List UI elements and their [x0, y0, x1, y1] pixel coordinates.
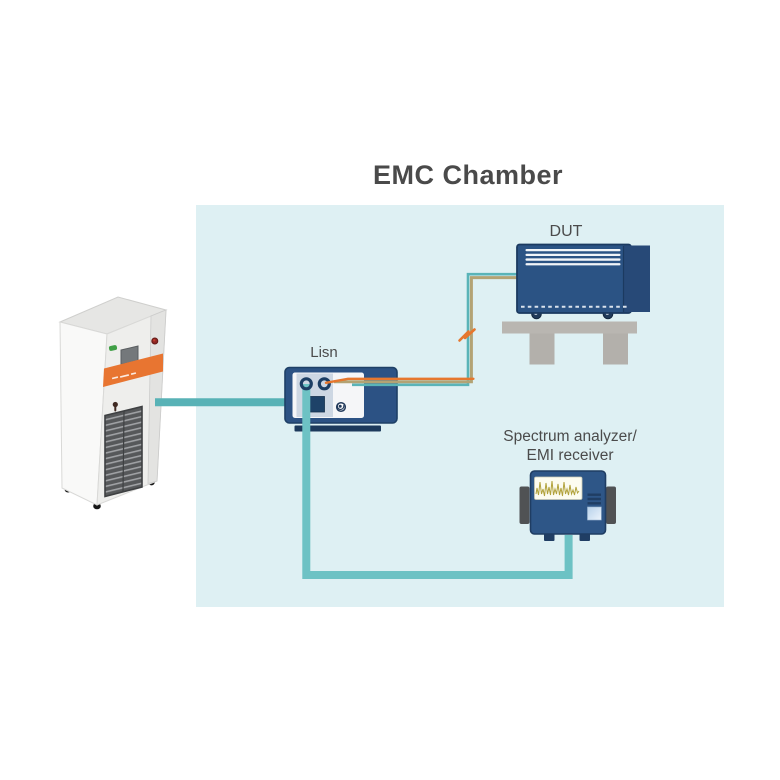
lisn-dial-knob — [335, 401, 347, 413]
dut-vent-stripes — [525, 249, 621, 266]
page-title: EMC Chamber — [372, 160, 564, 190]
power-cabinet — [58, 296, 168, 510]
test-table — [502, 321, 637, 365]
analyzer-knob — [587, 506, 602, 521]
dut-side-section — [623, 245, 650, 312]
cable-lisn-to-dut — [324, 272, 517, 387]
lisn-module-slot — [308, 396, 325, 413]
lisn-label: Lisn — [310, 344, 338, 361]
cabinet-orange-band — [103, 353, 163, 387]
lisn-device — [284, 366, 573, 579]
table-leg — [529, 333, 555, 365]
analyzer-handle-left — [519, 486, 530, 524]
cable-lisn-to-analyzer — [302, 384, 573, 579]
analyzer-buttons — [587, 493, 601, 505]
cable-teal-strand — [352, 272, 517, 387]
cabinet-door-edge — [147, 309, 167, 485]
cable-tan-strand — [334, 276, 517, 384]
lisn-connector-left — [299, 377, 313, 391]
dut-device — [516, 243, 650, 320]
dut-label: DUT — [549, 223, 583, 240]
analyzer-foot — [579, 533, 590, 541]
cabinet-indicator-glint — [153, 339, 156, 342]
emi-noise-zigzag-icon — [458, 328, 476, 342]
analyzer-label: Spectrum analyzer/ EMI receiver — [503, 427, 637, 465]
cabinet-keyhole — [112, 401, 118, 412]
cabinet-logo-icon — [108, 345, 118, 351]
cabinet-band-markings — [111, 372, 137, 380]
analyzer-label-line1: Spectrum analyzer/ — [503, 428, 637, 445]
table-top — [502, 321, 637, 334]
cable-orange-strand — [324, 377, 475, 384]
cabinet-vent-grille — [104, 405, 143, 498]
analyzer-spectrum-trace — [535, 480, 580, 497]
analyzer-handle-right — [606, 486, 616, 524]
spectrum-analyzer-device — [519, 470, 616, 541]
lisn-base — [294, 425, 381, 432]
analyzer-foot — [544, 533, 555, 541]
analyzer-label-line2: EMI receiver — [526, 447, 614, 464]
table-leg — [603, 333, 628, 365]
lisn-connector-right — [317, 377, 331, 391]
